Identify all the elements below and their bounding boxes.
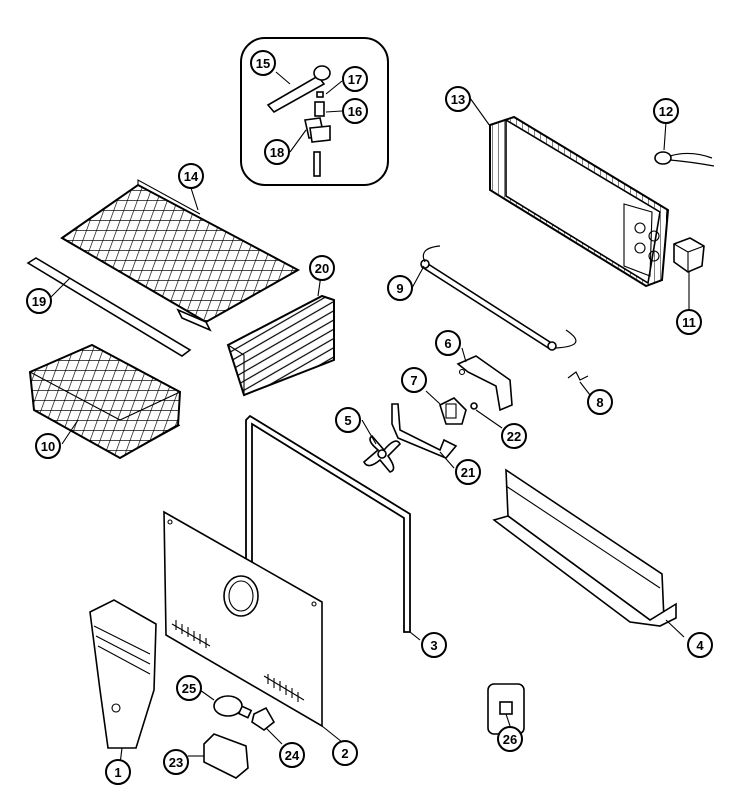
callout-12-label: 12 — [659, 104, 673, 119]
callout-5: 5 — [335, 407, 361, 433]
drain-fitting — [314, 91, 325, 117]
callout-6: 6 — [435, 330, 461, 356]
callout-1-label: 1 — [114, 765, 121, 780]
callout-25: 25 — [176, 675, 202, 701]
callout-2-label: 2 — [341, 746, 348, 761]
callout-22: 22 — [501, 423, 527, 449]
callout-11: 11 — [676, 309, 702, 335]
grommet — [470, 402, 478, 410]
fan-blade — [363, 434, 401, 473]
callout-25-label: 25 — [182, 681, 196, 696]
light-bulb — [213, 695, 253, 719]
callout-14-label: 14 — [184, 169, 199, 184]
callout-16: 16 — [342, 98, 368, 124]
callout-12: 12 — [653, 98, 679, 124]
drip-channel — [492, 468, 677, 627]
callout-8-label: 8 — [596, 395, 603, 410]
callout-13-label: 13 — [451, 92, 465, 107]
callout-11-label: 11 — [682, 315, 696, 330]
callout-26-label: 26 — [503, 732, 517, 747]
callout-4: 4 — [687, 632, 713, 658]
control-housing — [89, 599, 157, 749]
callout-15: 15 — [250, 50, 276, 76]
shelf-trim-strip — [26, 257, 192, 357]
callout-22-label: 22 — [507, 429, 521, 444]
callout-26: 26 — [497, 726, 523, 752]
drain-clip — [304, 117, 331, 177]
callout-4-label: 4 — [696, 638, 704, 653]
evaporator — [489, 115, 670, 288]
terminal-block — [673, 237, 705, 273]
callout-7: 7 — [401, 367, 427, 393]
ribbed-cover-panel — [226, 294, 335, 397]
callout-18-label: 18 — [270, 145, 284, 160]
defrost-thermostat — [654, 151, 715, 167]
callout-9-label: 9 — [396, 281, 403, 296]
fan-bracket — [456, 355, 513, 412]
callout-17-label: 17 — [348, 72, 362, 87]
wire-basket — [28, 343, 182, 460]
light-shield — [203, 733, 249, 779]
defrost-heater — [420, 245, 577, 351]
callout-13: 13 — [445, 86, 471, 112]
wire-connector — [567, 371, 589, 381]
callout-19-label: 19 — [32, 294, 46, 309]
callout-1: 1 — [105, 759, 131, 785]
defrost-drain-tube — [266, 65, 331, 114]
callout-19: 19 — [26, 288, 52, 314]
callout-10: 10 — [35, 433, 61, 459]
callout-8: 8 — [587, 389, 613, 415]
callout-24-label: 24 — [285, 748, 300, 763]
callout-23: 23 — [163, 749, 189, 775]
callout-3: 3 — [421, 632, 447, 658]
callout-23-label: 23 — [169, 755, 183, 770]
wire-shelf — [60, 179, 301, 332]
callout-15-label: 15 — [256, 56, 270, 71]
callout-6-label: 6 — [444, 336, 451, 351]
fan-motor — [439, 397, 467, 425]
callout-9: 9 — [387, 275, 413, 301]
light-socket — [251, 706, 276, 731]
callout-24: 24 — [279, 742, 305, 768]
callout-2: 2 — [332, 740, 358, 766]
callout-17: 17 — [342, 66, 368, 92]
callout-14: 14 — [178, 163, 204, 189]
callout-7-label: 7 — [410, 373, 417, 388]
callout-5-label: 5 — [344, 413, 351, 428]
knob-housing — [487, 683, 525, 735]
callout-16-label: 16 — [348, 104, 362, 119]
callout-3-label: 3 — [430, 638, 437, 653]
callout-10-label: 10 — [41, 439, 55, 454]
rear-panel — [163, 510, 323, 728]
callout-21-label: 21 — [461, 465, 475, 480]
motor-bracket — [391, 403, 458, 459]
callout-21: 21 — [455, 459, 481, 485]
callout-20-label: 20 — [315, 261, 329, 276]
callout-20: 20 — [309, 255, 335, 281]
callout-18: 18 — [264, 139, 290, 165]
